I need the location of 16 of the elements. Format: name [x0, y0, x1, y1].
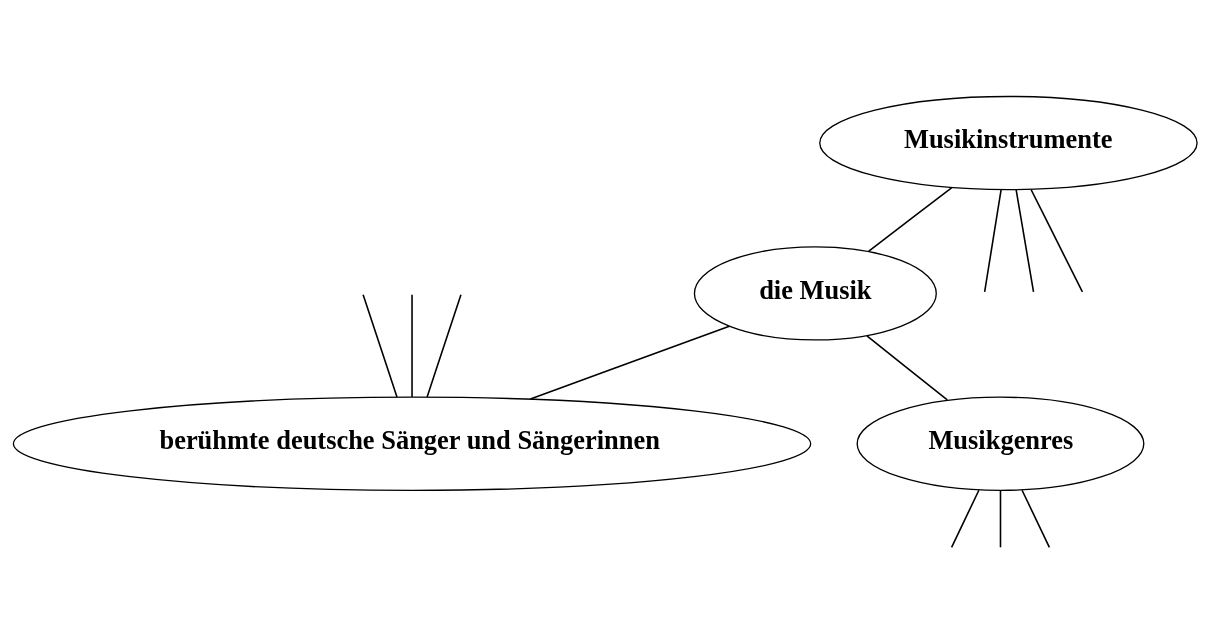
- connector: [866, 334, 949, 401]
- connector: [1021, 488, 1051, 548]
- connector: [1030, 188, 1084, 293]
- connector: [411, 293, 413, 398]
- connector: [999, 489, 1002, 548]
- connector: [1015, 188, 1035, 293]
- connector: [983, 188, 1002, 293]
- node-ellipse: die Musik: [693, 245, 937, 341]
- connector: [426, 293, 462, 398]
- connector: [362, 293, 398, 398]
- connector: [867, 186, 953, 252]
- node-ellipse: Musikgenres: [856, 396, 1145, 491]
- node-ellipse: berühmte deutsche Sänger und Sängerinnen: [12, 396, 812, 491]
- node-ellipse: Musikinstrumente: [819, 95, 1198, 190]
- connector: [529, 324, 731, 400]
- connector: [950, 488, 980, 548]
